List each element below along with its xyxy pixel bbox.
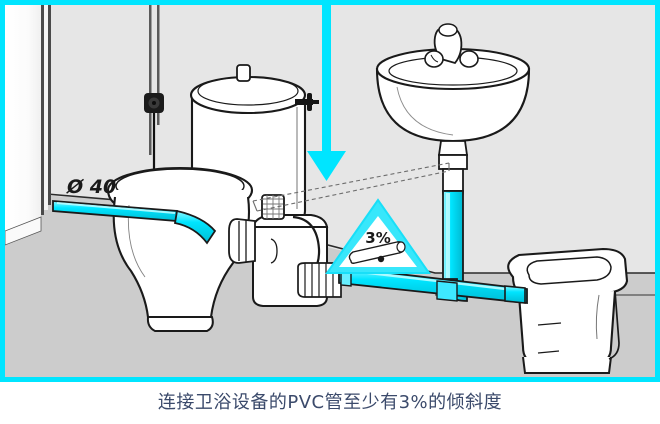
door-skirting [5,216,42,246]
wall-pipe-right [157,5,160,125]
flush-button [236,64,251,82]
bathroom-scene-svg: 3% Ø 40 [5,5,655,377]
macerator-pump-unit [228,194,342,307]
slope-sign-label: 3% [365,229,390,247]
pipe-wall-diameter-40 [52,200,217,245]
door-frame-gap [44,5,48,210]
door-panel [5,5,41,231]
door-frame-edge-2 [48,5,51,205]
slope-warning-sign: 3% [325,198,431,274]
tap-handle-right [459,50,479,68]
caption-bar: 连接卫浴设备的PVC管至少有3%的倾斜度 [0,382,660,424]
cistern-inlet-valve [295,93,319,111]
door-frame-edge-1 [41,5,44,215]
macerator-top-stub [261,194,285,220]
basin-tap [424,23,479,68]
slope-level-icon [348,241,406,264]
illustration-frame: 3% Ø 40 [0,0,660,382]
pipe-diameter-label: Ø 40 [66,176,116,198]
wall-socket [144,93,164,205]
caption-text: 连接卫浴设备的PVC管至少有3%的倾斜度 [157,392,503,413]
wash-basin [375,23,531,204]
wall-pipe-left [149,5,152,155]
macerator-inlet-collar [228,218,256,264]
down-arrow-icon [307,5,346,181]
slope-guide-lines [252,162,450,212]
bidet-pan [507,247,629,374]
